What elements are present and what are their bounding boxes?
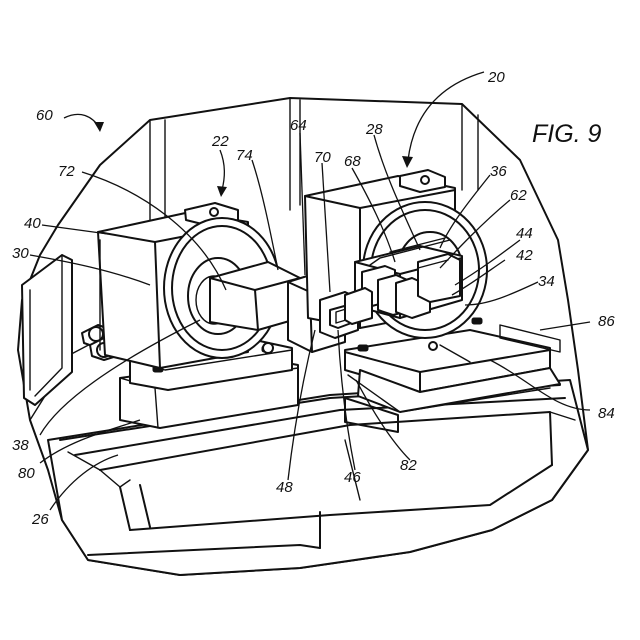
ref-40: 40 xyxy=(24,215,41,232)
ref-44: 44 xyxy=(516,225,533,242)
ref-64: 64 xyxy=(290,117,307,134)
ref-62: 62 xyxy=(510,187,527,204)
ref-46: 46 xyxy=(344,469,361,486)
ref-70: 70 xyxy=(314,149,331,166)
ref-48: 48 xyxy=(276,479,293,496)
ref-26: 26 xyxy=(31,511,49,528)
ref-60: 60 xyxy=(36,107,53,124)
bolt-head-icon xyxy=(358,345,368,351)
ref-38: 38 xyxy=(12,437,29,454)
ref-84: 84 xyxy=(598,405,615,422)
ref-34: 34 xyxy=(538,273,555,290)
figure-caption: FIG. 9 xyxy=(532,120,602,148)
ref-36: 36 xyxy=(490,163,507,180)
bolt-head-icon xyxy=(472,318,482,324)
ref-68: 68 xyxy=(344,153,361,170)
ref-20: 20 xyxy=(487,69,505,86)
ref-30: 30 xyxy=(12,245,29,262)
ref-72: 72 xyxy=(58,163,75,180)
ref-86: 86 xyxy=(598,313,615,330)
ref-42: 42 xyxy=(516,247,533,264)
ref-82: 82 xyxy=(400,457,417,474)
ref-22: 22 xyxy=(211,133,229,150)
ref-74: 74 xyxy=(236,147,253,164)
ref-28: 28 xyxy=(365,121,383,138)
ref-80: 80 xyxy=(18,465,35,482)
